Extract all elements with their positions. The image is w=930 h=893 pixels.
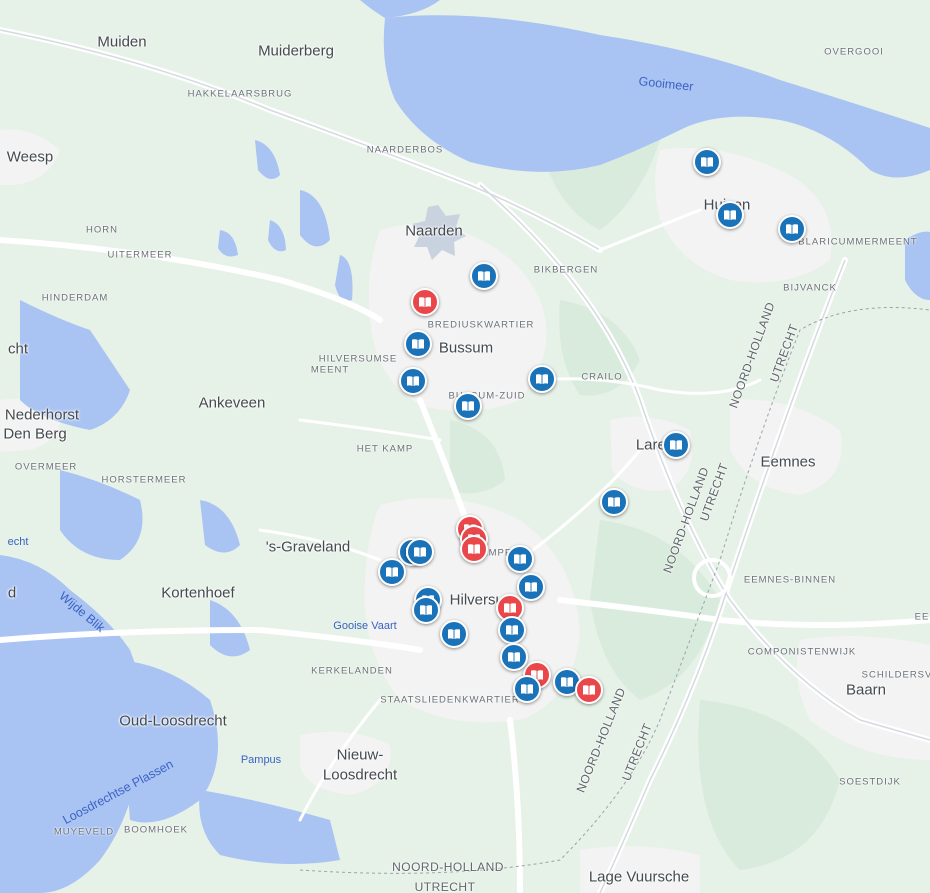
library-marker-blue[interactable] [440,620,468,648]
library-marker-blue[interactable] [412,596,440,624]
library-marker-blue[interactable] [500,643,528,671]
library-marker-red[interactable] [460,535,488,563]
library-marker-blue[interactable] [517,573,545,601]
library-marker-red[interactable] [575,676,603,704]
book-icon [410,336,426,352]
book-icon [534,371,550,387]
library-marker-blue[interactable] [498,616,526,644]
book-icon [784,221,800,237]
book-icon [504,622,520,638]
library-marker-red[interactable] [496,594,524,622]
library-marker-blue[interactable] [528,365,556,393]
library-marker-blue[interactable] [378,558,406,586]
book-icon [460,398,476,414]
library-marker-blue[interactable] [716,201,744,229]
book-icon [722,207,738,223]
book-icon [581,682,597,698]
book-icon [512,551,528,567]
book-icon [523,579,539,595]
library-marker-blue[interactable] [662,431,690,459]
library-marker-blue[interactable] [513,675,541,703]
library-marker-blue[interactable] [778,215,806,243]
book-icon [476,268,492,284]
book-icon [466,541,482,557]
book-icon [559,674,575,690]
book-icon [519,681,535,697]
book-icon [506,649,522,665]
library-marker-blue[interactable] [406,538,434,566]
library-marker-blue[interactable] [470,262,498,290]
book-icon [606,494,622,510]
book-icon [384,564,400,580]
library-marker-blue[interactable] [600,488,628,516]
book-icon [502,600,518,616]
library-marker-blue[interactable] [454,392,482,420]
book-icon [405,373,421,389]
book-icon [418,602,434,618]
library-marker-blue[interactable] [693,148,721,176]
book-icon [412,544,428,560]
book-icon [417,294,433,310]
book-icon [668,437,684,453]
library-marker-red[interactable] [411,288,439,316]
library-marker-blue[interactable] [404,330,432,358]
book-icon [446,626,462,642]
book-icon [699,154,715,170]
library-marker-blue[interactable] [399,367,427,395]
library-marker-blue[interactable] [506,545,534,573]
